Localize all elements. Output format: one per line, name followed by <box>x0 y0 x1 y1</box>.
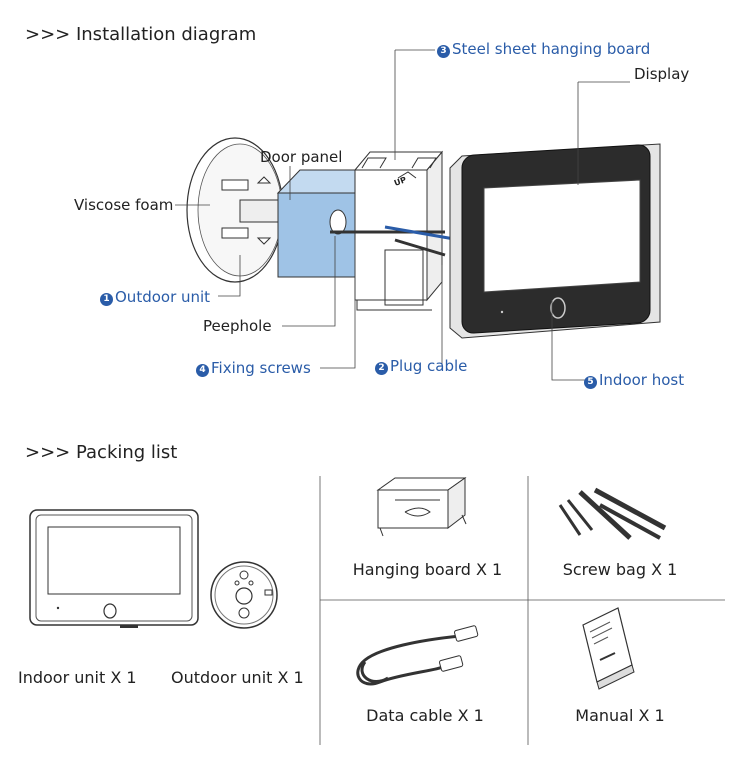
pack-label-data-cable: Data cable X 1 <box>366 706 484 725</box>
packing-title: >>> Packing list <box>25 442 178 463</box>
pack-manual-image <box>582 607 635 690</box>
number-badge: 4 <box>196 364 209 377</box>
label-steel-sheet-text: Steel sheet hanging board <box>452 40 651 58</box>
number-badge: 5 <box>584 376 597 389</box>
pack-hanging-board-image <box>376 477 467 537</box>
screws-drawing <box>330 225 461 257</box>
pack-label-screw-bag: Screw bag X 1 <box>562 560 678 579</box>
label-door-panel: Door panel <box>260 148 343 166</box>
leader-lines <box>175 49 630 381</box>
packing-grid-lines <box>319 476 725 745</box>
pack-indoor-unit-image <box>29 509 199 628</box>
pack-label-indoor-unit: Indoor unit X 1 <box>18 668 137 687</box>
label-plug-cable-text: Plug cable <box>390 357 468 375</box>
outdoor-unit-drawing <box>186 137 290 283</box>
installation-diagram <box>175 49 661 381</box>
display-drawing <box>449 143 661 339</box>
pack-label-outdoor-unit: Outdoor unit X 1 <box>171 668 304 687</box>
label-peephole: Peephole <box>203 317 272 335</box>
installation-title: >>> Installation diagram <box>25 24 257 45</box>
number-badge: 2 <box>375 362 388 375</box>
pack-label-hanging-board: Hanging board X 1 <box>352 560 503 579</box>
hanging-board-drawing <box>353 150 444 311</box>
label-viscose-foam: Viscose foam <box>74 196 174 214</box>
label-outdoor-unit-text: Outdoor unit <box>115 288 211 306</box>
label-fixing-screws-text: Fixing screws <box>211 359 311 377</box>
label-indoor-host-text: Indoor host <box>599 371 685 389</box>
label-display: Display <box>634 65 690 83</box>
pack-outdoor-unit-image <box>210 561 278 629</box>
number-badge: 3 <box>437 45 450 58</box>
number-badge: 1 <box>100 293 113 306</box>
pack-data-cable-image <box>356 625 479 686</box>
pack-screw-bag-image <box>558 487 667 540</box>
pack-label-manual: Manual X 1 <box>575 706 665 725</box>
